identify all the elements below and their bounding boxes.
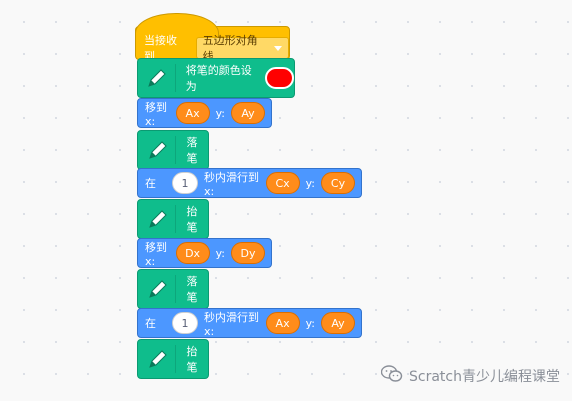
pen-icon [144,275,177,303]
x-reporter-cx[interactable]: Cx [265,172,300,194]
pen-down-label: 落笔 [186,275,198,304]
pen-icon [144,136,177,164]
chevron-down-icon [274,42,282,55]
x-reporter-ax[interactable]: Ax [265,312,300,334]
pen-icon [144,64,176,92]
seconds-input[interactable]: 1 [172,312,198,334]
watermark-text: Scratch青少儿编程课堂 [409,369,560,385]
pen-up-block[interactable]: 抬笔 [137,339,209,379]
message-dropdown[interactable]: 五边形对角线 [195,34,289,63]
x-reporter-dx[interactable]: Dx [175,242,210,264]
glide-prefix: 在 [145,177,156,190]
glide-mid-label: 秒内滑行到 x: [204,170,259,198]
y-reporter-ay[interactable]: Ay [321,312,355,334]
pen-up-block[interactable]: 抬笔 [137,199,209,239]
glide-block[interactable]: 在 1 秒内滑行到 x: Cx y: Cy [137,168,362,198]
goto-label: 移到 x: [145,100,167,128]
y-label: y: [305,176,315,190]
pen-up-label: 抬笔 [186,345,198,374]
goto-label: 移到 x: [145,240,167,268]
pen-icon [144,345,177,373]
glide-block[interactable]: 在 1 秒内滑行到 x: Ax y: Ay [137,308,362,338]
goto-xy-block[interactable]: 移到 x: Ax y: Ay [137,98,272,128]
glide-prefix: 在 [145,317,156,330]
y-reporter-ay[interactable]: Ay [231,102,265,124]
hat-cap [135,13,219,40]
goto-xy-block[interactable]: 移到 x: Dx y: Dy [137,238,272,268]
when-receive-block[interactable]: 当接收到 五边形对角线 [135,13,290,63]
pen-down-block[interactable]: 落笔 [137,130,209,170]
wechat-icon [380,365,403,387]
x-reporter-ax[interactable]: Ax [175,102,210,124]
y-label: y: [305,316,315,330]
y-reporter-cy[interactable]: Cy [321,172,355,194]
set-pen-color-label: 将笔的颜色设为 [185,64,252,93]
pen-up-label: 抬笔 [186,205,198,234]
pen-color-swatch[interactable] [265,67,294,89]
pen-icon [144,205,177,233]
y-label: y: [215,246,225,260]
pen-down-block[interactable]: 落笔 [137,269,209,309]
set-pen-color-block[interactable]: 将笔的颜色设为 [137,58,295,98]
watermark: Scratch青少儿编程课堂 [380,365,560,387]
event-label: 当接收到 [144,34,177,63]
message-dropdown-value: 五边形对角线 [202,34,258,63]
y-label: y: [215,106,225,120]
seconds-input[interactable]: 1 [172,172,198,194]
y-reporter-dy[interactable]: Dy [231,242,265,264]
glide-mid-label: 秒内滑行到 x: [204,310,259,338]
pen-down-label: 落笔 [186,136,198,165]
